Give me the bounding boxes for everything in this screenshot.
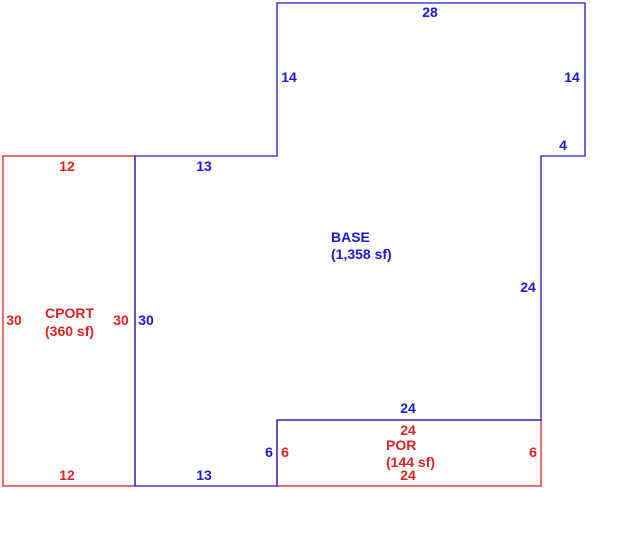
base-notch-top-dimension: 24: [400, 400, 416, 416]
por-area-size: (144 sf): [386, 454, 435, 470]
por-bottom-dimension: 24: [400, 467, 416, 483]
cport-area-name: CPORT: [45, 305, 94, 321]
base-right-step-dimension: 4: [559, 137, 567, 153]
cport-right-dimension: 30: [113, 312, 129, 328]
base-outline: [134, 2, 586, 487]
base-notch-left-dimension: 6: [265, 444, 273, 460]
cport-left-dimension: 30: [6, 312, 22, 328]
base-area-name: BASE: [331, 229, 370, 245]
por-right-dimension: 6: [529, 444, 537, 460]
cport-top-dimension: 12: [59, 158, 75, 174]
base-step-top-dimension: 13: [196, 158, 212, 174]
por-top-dimension: 24: [400, 422, 416, 438]
base-right-dimension: 24: [520, 279, 536, 295]
base-upper-right-dimension: 14: [564, 69, 580, 85]
por-left-dimension: 6: [281, 444, 289, 460]
base-left-dimension: 30: [138, 312, 154, 328]
cport-area-size: (360 sf): [45, 323, 94, 339]
cport-bottom-dimension: 12: [59, 467, 75, 483]
base-bottom-dimension: 13: [196, 467, 212, 483]
base-area-size: (1,358 sf): [331, 246, 392, 262]
base-top-dimension: 28: [422, 4, 438, 20]
por-area-name: POR: [386, 437, 416, 453]
base-upper-left-dimension: 14: [281, 69, 297, 85]
